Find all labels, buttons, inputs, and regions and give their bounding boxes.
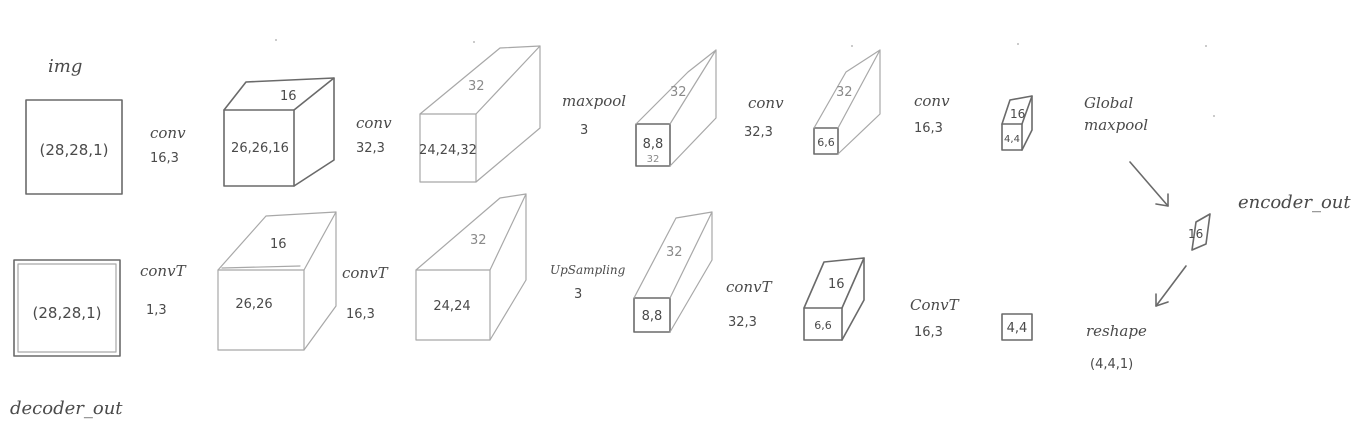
dec-cube-3-depth: 32: [666, 245, 683, 260]
enc-cube-2: 32 24,24,32: [419, 45, 541, 183]
global-pool-op-line1: Global: [1084, 94, 1133, 112]
enc-cube-2-shape: 24,24,32: [419, 143, 477, 158]
enc-conv1-params: 16,3: [150, 151, 179, 166]
dec-cube-1-shape: 26,26: [235, 297, 272, 312]
encoder-row: img (28,28,1) conv 16,3 16 26,26,16 conv…: [25, 45, 1148, 195]
dec-cube-4: 16 6,6: [803, 257, 865, 341]
dec-cube-2-shape: 24,24: [433, 299, 470, 314]
dec-cube-2: 32 24,24: [415, 193, 527, 341]
enc-cube-3-sub: 32: [647, 154, 660, 165]
dec-convT1-op: convT: [140, 262, 187, 280]
dec-convT3-params: 32,3: [728, 315, 757, 330]
dec-convT1-params: 1,3: [146, 303, 167, 318]
enc-cube-4-depth: 32: [836, 85, 853, 100]
enc-conv2-params: 32,3: [356, 141, 385, 156]
enc-cube-5-shape: 4,4: [1004, 134, 1020, 145]
enc-conv4-params: 16,3: [914, 121, 943, 136]
enc-cube-4-shape: 6,6: [817, 136, 835, 149]
enc-cube-1-depth: 16: [280, 89, 297, 104]
enc-cube-3-shape: 8,8: [643, 137, 664, 152]
bottleneck: 16 encoder_out reshape (4,4,1): [1086, 161, 1351, 372]
dec-cube-4-shape: 6,6: [814, 319, 832, 332]
dec-cube-1-depth: 16: [270, 237, 287, 252]
encoder-out-vector: 16: [1188, 213, 1211, 251]
enc-cube-5: 16 4,4: [1001, 95, 1033, 151]
output-image-box: (28,28,1): [13, 259, 121, 357]
arrow-to-encoder-out: [1129, 161, 1169, 207]
enc-conv4-op: conv: [914, 92, 950, 110]
enc-cube-4: 32 6,6: [813, 49, 881, 155]
input-shape: (28,28,1): [40, 141, 109, 159]
dec-convT2-op: convT: [342, 264, 389, 282]
input-image-box: (28,28,1): [25, 99, 123, 195]
reshape-params: (4,4,1): [1090, 357, 1133, 372]
dec-cube-2-depth: 32: [470, 233, 487, 248]
enc-conv2-op: conv: [356, 114, 392, 132]
global-pool-op-line2: maxpool: [1084, 116, 1148, 134]
output-shape: (28,28,1): [33, 304, 102, 322]
enc-cube-3-depth: 32: [670, 85, 687, 100]
enc-conv1-op: conv: [150, 124, 186, 142]
enc-conv3-params: 32,3: [744, 125, 773, 140]
decoder-out-label: decoder_out: [10, 398, 123, 419]
reshape-op: reshape: [1086, 322, 1147, 340]
enc-pool-params: 3: [580, 123, 588, 138]
decoder-row: 4,4 ConvT 16,3 16 6,6 convT 32,3 32 8,8 …: [10, 193, 1033, 419]
dec-convT3-op: convT: [726, 278, 773, 296]
enc-cube-1: 16 26,26,16: [223, 77, 335, 187]
enc-pool-op: maxpool: [562, 92, 626, 110]
enc-cube-2-depth: 32: [468, 79, 485, 94]
dec-convT2-params: 16,3: [346, 307, 375, 322]
enc-cube-5-depth: 16: [1010, 107, 1025, 121]
encoder-out-label: encoder_out: [1238, 192, 1351, 213]
dec-up-op: UpSampling: [550, 263, 626, 277]
stray-dots: [275, 39, 1215, 117]
input-label: img: [48, 56, 82, 77]
dec-convT4-params: 16,3: [914, 325, 943, 340]
enc-cube-3: 32 8,8 32: [635, 49, 717, 167]
encoder-vector-size: 16: [1188, 227, 1203, 241]
enc-cube-1-shape: 26,26,16: [231, 141, 289, 156]
dec-square-5: 4,4: [1001, 313, 1033, 341]
dec-up-params: 3: [574, 287, 582, 302]
dec-cube-4-depth: 16: [828, 277, 845, 292]
enc-conv3-op: conv: [748, 94, 784, 112]
dec-square-5-shape: 4,4: [1007, 321, 1028, 336]
dec-convT4-op: ConvT: [910, 296, 960, 314]
dec-cube-3: 32 8,8: [633, 211, 713, 333]
dec-cube-3-shape: 8,8: [642, 309, 663, 324]
dec-cube-1: 16 26,26: [217, 211, 337, 351]
arrow-to-reshape: [1155, 265, 1187, 307]
